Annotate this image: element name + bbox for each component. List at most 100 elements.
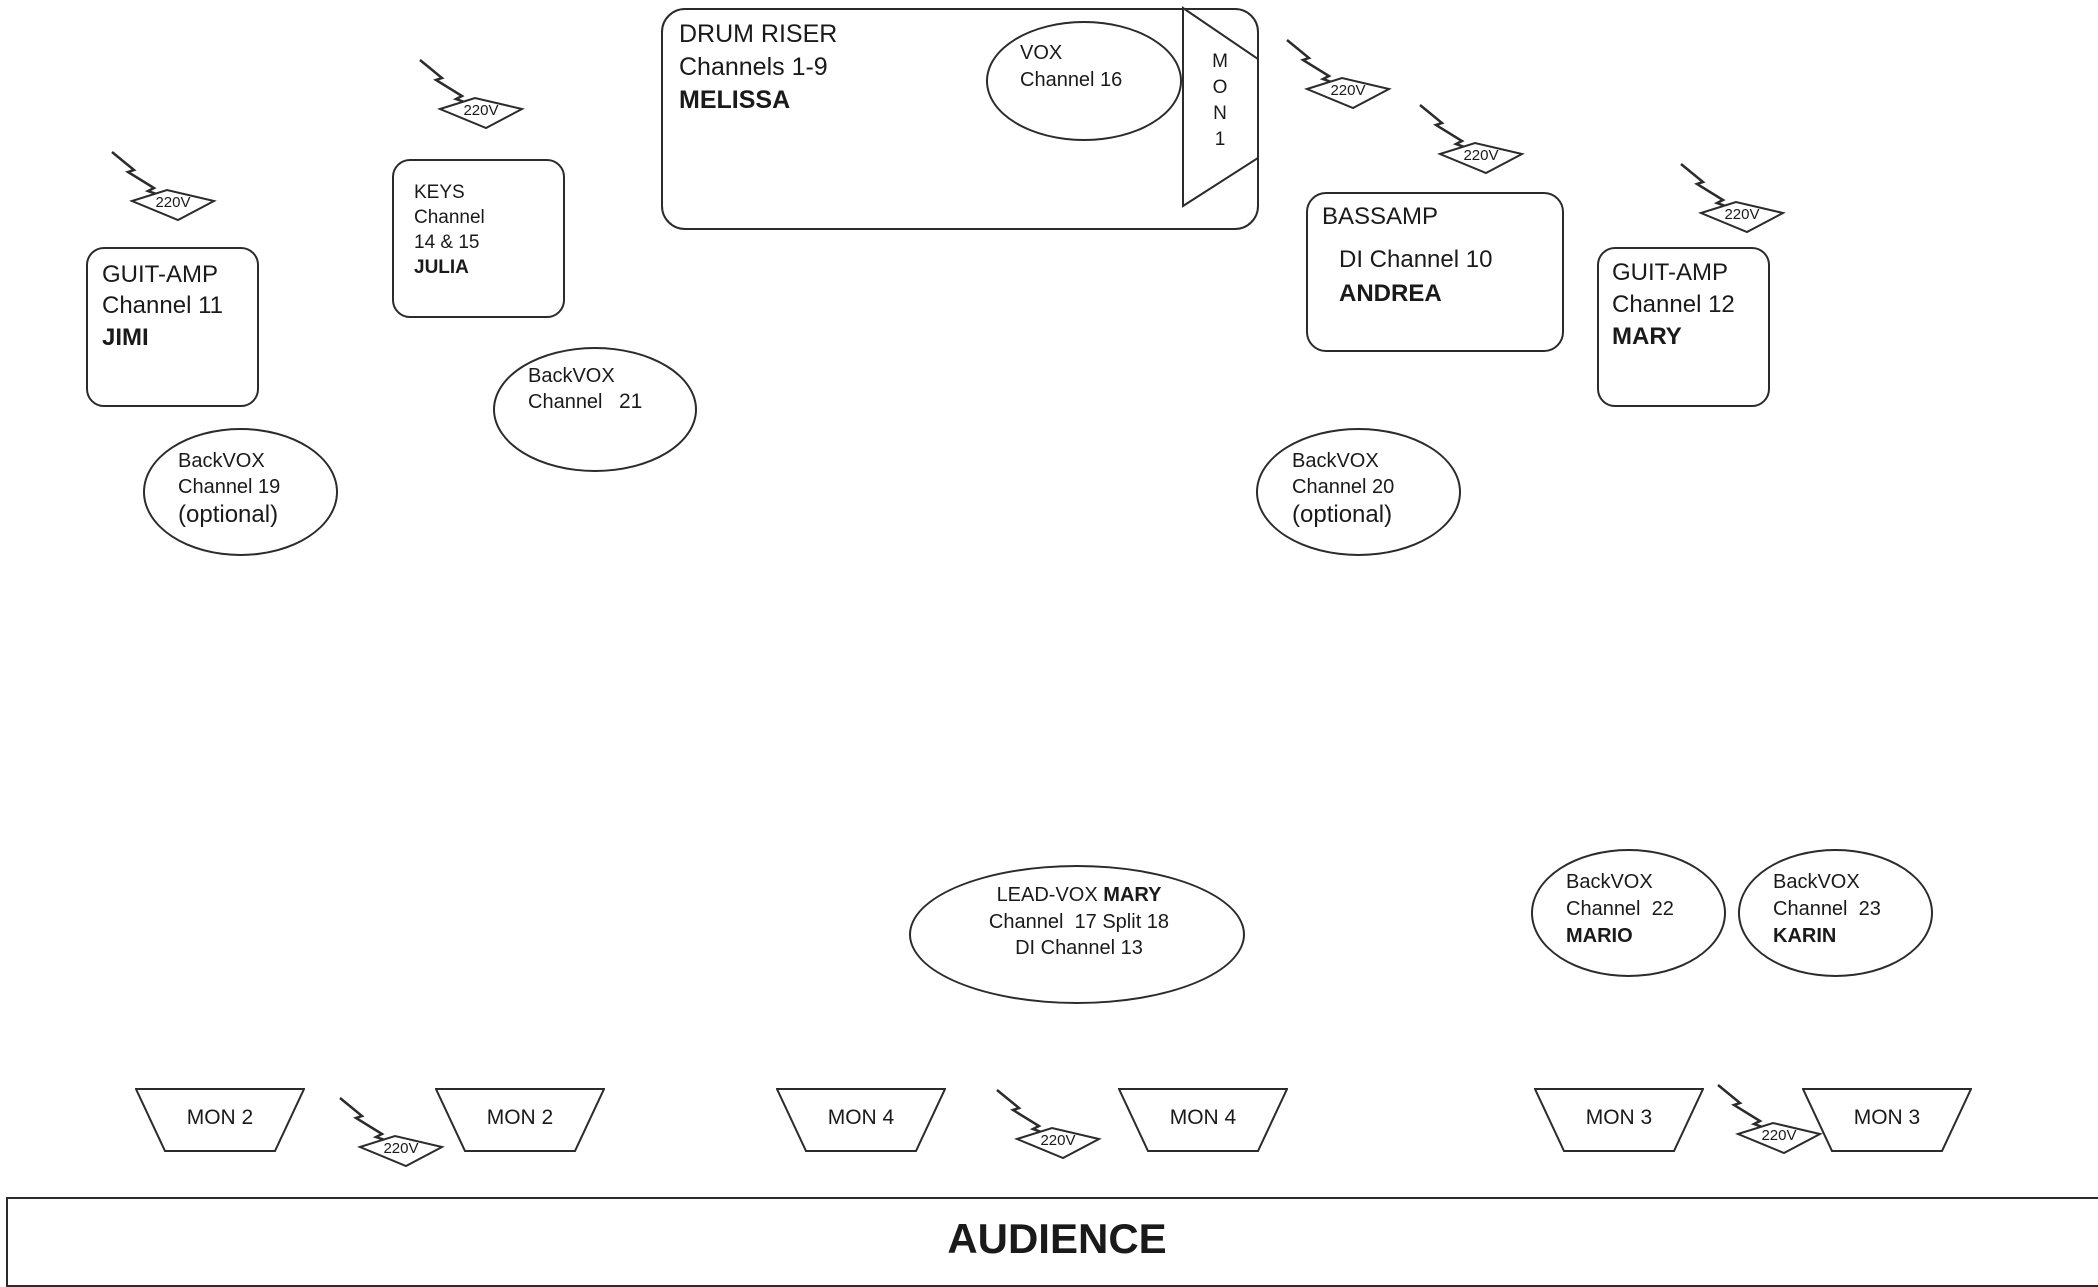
lightning-bolt-icon [111, 151, 169, 200]
drum-riser-name: MELISSA [679, 86, 791, 114]
monitor-mon-2-left: MON 2 [135, 1088, 305, 1152]
monitor-mon-4-left: MON 4 [776, 1088, 946, 1152]
guit-amp-left: GUIT-AMP Channel 11 JIMI [86, 247, 259, 407]
power-outlet-icon [1735, 1121, 1823, 1155]
guit-amp-right: GUIT-AMP Channel 12 MARY [1597, 247, 1770, 407]
bass-amp-channel: DI Channel 10 [1339, 246, 1493, 273]
drum-riser: DRUM RISER Channels 1-9 MELISSA [661, 8, 1259, 230]
power-drop-mon-3: 220V [1716, 1083, 1826, 1173]
lightning-bolt-icon [419, 59, 477, 108]
power-outlet-icon [437, 96, 525, 130]
bass-amp: BASSAMP DI Channel 10 ANDREA [1306, 192, 1564, 352]
monitor-mon-2-right-label: MON 2 [486, 1106, 554, 1129]
mon-1-letter-m: M [1212, 51, 1228, 72]
mon-1-letter-o: O [1212, 77, 1228, 98]
backvox-22-channel: Channel 22 [1566, 898, 1674, 920]
keys-station: KEYS Channel 14 & 15 JULIA [392, 159, 565, 318]
power-label: 220V [1761, 1127, 1797, 1144]
power-drop-keys: 220V [418, 58, 528, 148]
guit-amp-right-name: MARY [1612, 323, 1682, 350]
lightning-bolt-icon [1286, 39, 1344, 88]
power-label: 220V [463, 102, 499, 119]
backvox-23-channel: Channel 23 [1773, 898, 1881, 920]
monitor-mon-3-left-label: MON 3 [1585, 1106, 1653, 1129]
lightning-bolt-icon [1680, 163, 1738, 212]
backvox-22-mic: BackVOX Channel 22 MARIO [1531, 849, 1726, 977]
backvox-23-label: BackVOX [1773, 871, 1860, 893]
lead-vox-mic: LEAD-VOX MARY Channel 17 Split 18 DI Cha… [909, 865, 1245, 1004]
guit-amp-right-channel: Channel 12 [1612, 291, 1735, 318]
backvox-19-channel: Channel 19 [178, 476, 281, 498]
guit-amp-right-label: GUIT-AMP [1612, 259, 1729, 286]
lead-vox-name: MARY [1103, 884, 1162, 906]
keys-name: JULIA [414, 257, 469, 278]
backvox-22-label: BackVOX [1566, 871, 1653, 893]
mon-1-wedge [1182, 6, 1259, 208]
backvox-21-channel-label: Channel [528, 391, 603, 413]
power-drop-bass: 220V [1418, 103, 1528, 193]
backvox-20-label: BackVOX [1292, 450, 1379, 472]
power-outlet-icon [1437, 141, 1525, 175]
drum-riser-title: DRUM RISER [679, 20, 838, 48]
backvox-23-name: KARIN [1773, 925, 1837, 947]
guit-amp-left-name: JIMI [102, 324, 149, 351]
backvox-22-name: MARIO [1566, 925, 1633, 947]
backvox-20-mic: BackVOX Channel 20 (optional) [1256, 428, 1461, 556]
keys-label: KEYS [414, 182, 465, 203]
keys-channel-label: Channel [414, 207, 485, 228]
backvox-21-label: BackVOX [528, 365, 615, 387]
power-drop-guit-right: 220V [1679, 162, 1789, 252]
audience-area: AUDIENCE [6, 1197, 2098, 1287]
lead-vox-label: LEAD-VOX [996, 884, 1098, 906]
drum-riser-channels: Channels 1-9 [679, 53, 828, 81]
backvox-21-mic: BackVOX Channel 21 [493, 347, 697, 472]
keys-channel-numbers: 14 & 15 [414, 232, 480, 253]
lead-vox-di-channel: DI Channel 13 [1015, 937, 1143, 959]
backvox-19-label: BackVOX [178, 450, 265, 472]
drum-vox-channel: Channel 16 [1020, 69, 1123, 91]
lead-vox-channel: Channel 17 Split 18 [988, 911, 1170, 933]
power-drop-riser: 220V [1285, 38, 1395, 128]
guit-amp-left-channel: Channel 11 [102, 292, 223, 319]
bass-amp-name: ANDREA [1339, 280, 1442, 307]
monitor-mon-4-right: MON 4 [1118, 1088, 1288, 1152]
backvox-23-mic: BackVOX Channel 23 KARIN [1738, 849, 1933, 977]
guit-amp-left-label: GUIT-AMP [102, 261, 219, 288]
backvox-20-channel: Channel 20 [1292, 476, 1395, 498]
audience-label: AUDIENCE [947, 1215, 1167, 1262]
power-label: 220V [1330, 82, 1366, 99]
backvox-20-note: (optional) [1292, 501, 1393, 528]
monitor-mon-2-right: MON 2 [435, 1088, 605, 1152]
power-outlet-icon [1014, 1126, 1102, 1160]
drum-vox-mic: VOX Channel 16 [986, 21, 1182, 141]
power-label: 220V [155, 194, 191, 211]
lightning-bolt-icon [339, 1097, 397, 1146]
power-outlet-icon [357, 1134, 445, 1168]
bass-amp-label: BASSAMP [1322, 203, 1439, 230]
backvox-19-note: (optional) [178, 501, 279, 528]
mon-1-letter-1: 1 [1214, 129, 1226, 150]
lead-vox-line1: LEAD-VOX MARY [911, 884, 1247, 907]
monitor-mon-4-left-label: MON 4 [827, 1106, 895, 1129]
power-outlet-icon [1698, 200, 1786, 234]
power-label: 220V [1724, 206, 1760, 223]
power-drop-mon-4: 220V [995, 1088, 1105, 1178]
power-outlet-icon [1304, 76, 1392, 110]
lightning-bolt-icon [1419, 104, 1477, 153]
power-label: 220V [1040, 1132, 1076, 1149]
power-drop-guit-left: 220V [110, 150, 220, 240]
monitor-mon-2-left-label: MON 2 [186, 1106, 254, 1129]
drum-vox-label: VOX [1020, 42, 1063, 64]
mon-1-letter-n: N [1213, 103, 1227, 124]
power-label: 220V [1463, 147, 1499, 164]
monitor-mon-3-right-label: MON 3 [1853, 1106, 1921, 1129]
power-label: 220V [383, 1140, 419, 1157]
power-drop-mon-2: 220V [338, 1096, 448, 1186]
lightning-bolt-icon [996, 1089, 1054, 1138]
power-outlet-icon [129, 188, 217, 222]
monitor-mon-3-left: MON 3 [1534, 1088, 1704, 1152]
monitor-mon-4-right-label: MON 4 [1169, 1106, 1237, 1129]
lightning-bolt-icon [1717, 1084, 1775, 1133]
monitor-mon-3-right: MON 3 [1802, 1088, 1972, 1152]
